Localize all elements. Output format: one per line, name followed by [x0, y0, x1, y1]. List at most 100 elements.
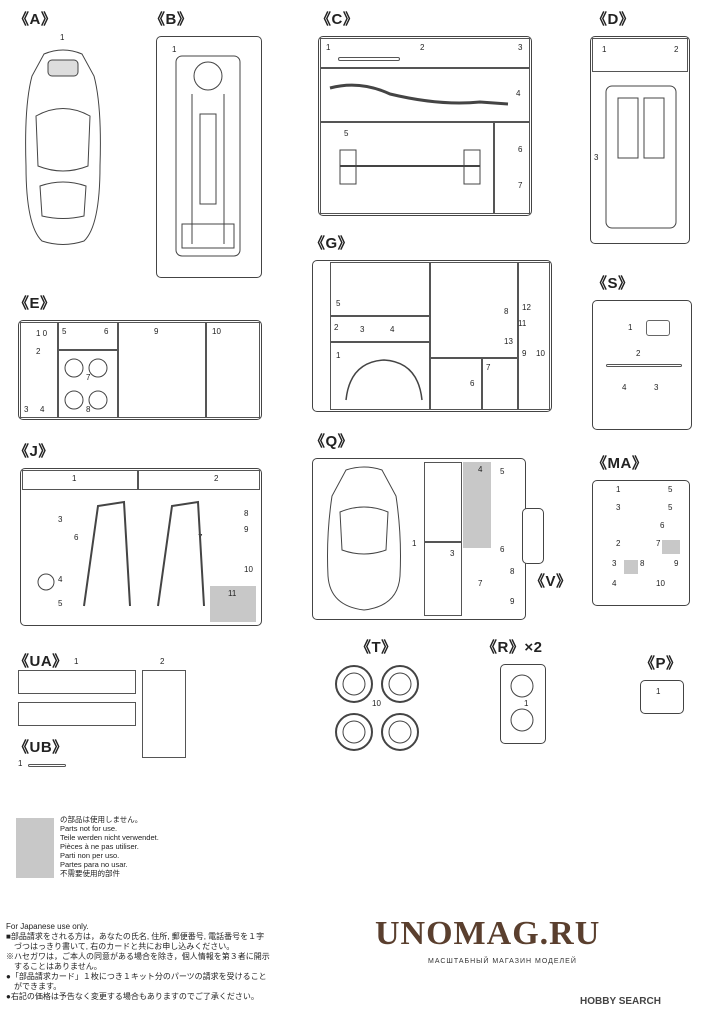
- part-num: 8: [86, 405, 91, 414]
- sprue-cell: [494, 122, 530, 214]
- part-num: 1: [326, 43, 331, 52]
- part-num: 2: [334, 323, 339, 332]
- section-label-ub: 《UB》: [14, 739, 68, 756]
- tires-t: [335, 665, 419, 751]
- part-num: 1: [172, 45, 177, 54]
- section-label-b: 《B》: [150, 11, 193, 28]
- part-num: 3: [450, 549, 455, 558]
- sprue-cell: [592, 38, 688, 72]
- part-num: 5: [336, 299, 341, 308]
- part-num: 10: [212, 327, 221, 336]
- roll-cage-j: [83, 500, 205, 607]
- sprue-cell: [206, 322, 260, 418]
- part-num: 4: [612, 579, 617, 588]
- sprue-frame-q-side: [522, 508, 544, 564]
- sprue-cell: [330, 316, 430, 342]
- part-num: 3: [58, 515, 63, 524]
- section-label-q: 《Q》: [310, 433, 354, 450]
- part-num: 9: [510, 597, 515, 606]
- part-num: 8: [244, 509, 249, 518]
- sprue-frame-b: [156, 36, 262, 278]
- note-line: ができます。: [6, 982, 62, 991]
- part-num: 6: [470, 379, 475, 388]
- part-num: 7: [518, 181, 523, 190]
- sprue-frame-c: [318, 36, 532, 216]
- part-num: 5: [500, 467, 505, 476]
- part-num: 9: [244, 525, 249, 534]
- part-num: 3: [616, 503, 621, 512]
- sprue-cell: [482, 358, 518, 410]
- part-num: 1: [524, 699, 529, 708]
- part-num: 1: [336, 351, 341, 360]
- part-num: 3: [654, 383, 659, 392]
- part-num: 1: [74, 657, 79, 666]
- part-num: 1: [628, 323, 633, 332]
- part-num: 8: [510, 567, 515, 576]
- sprue-frame-g: [312, 260, 552, 412]
- part-num: 2: [420, 43, 425, 52]
- part-num: 5: [62, 327, 67, 336]
- sprue-cell: [330, 342, 430, 410]
- section-label-p: 《P》: [640, 655, 682, 672]
- unused-part-block: [662, 540, 680, 554]
- part-num: 9: [674, 559, 679, 568]
- steering-wheel-j: [37, 573, 55, 591]
- part-num: 4: [622, 383, 627, 392]
- sprue-cell: [320, 122, 494, 214]
- part-num: 4: [390, 325, 395, 334]
- sprue-frame-r: [500, 664, 546, 744]
- sprue-cell: [118, 322, 206, 418]
- part-num: 3: [612, 559, 617, 568]
- rims-r: [510, 674, 534, 732]
- part-num: 9: [154, 327, 159, 336]
- part-num: 2: [636, 349, 641, 358]
- part-num: 3: [24, 405, 29, 414]
- watermark-subtitle: МАСШТАБНЫЙ МАГАЗИН МОДЕЛЕЙ: [428, 958, 577, 965]
- part-num: 4: [40, 405, 45, 414]
- legend-line: 不需要使用的部件: [60, 869, 120, 878]
- part-num: 10: [372, 699, 381, 708]
- part-num: 1: [412, 539, 417, 548]
- rod-part: [606, 364, 682, 367]
- part-num: 7: [486, 363, 491, 372]
- sprue-frame-d: [590, 36, 690, 244]
- section-label-e: 《E》: [14, 295, 56, 312]
- part-num: 2: [674, 45, 679, 54]
- legend-line: Parti non per uso.: [60, 851, 120, 860]
- footer-brand: HOBBY SEARCH: [580, 996, 661, 1007]
- part-num: 2: [36, 347, 41, 356]
- section-label-d: 《D》: [592, 11, 635, 28]
- sprue-cell: [320, 38, 530, 68]
- rod-part: [338, 57, 400, 61]
- sprue-cell: [58, 350, 118, 418]
- part-num: 3: [360, 325, 365, 334]
- part-num: 5: [668, 503, 673, 512]
- part-num: 5: [58, 599, 63, 608]
- part-num: 1: [72, 474, 77, 483]
- section-label-v: 《V》: [530, 573, 572, 590]
- part-num: 10: [656, 579, 665, 588]
- part-num: 7: [478, 579, 483, 588]
- part-num: 6: [518, 145, 523, 154]
- axle-c: [339, 149, 481, 185]
- part-num: 1: [602, 45, 607, 54]
- sprue-cell: [430, 358, 482, 410]
- part-num: 2: [214, 474, 219, 483]
- sprue-cell: [430, 262, 518, 358]
- part-num: 4: [58, 575, 63, 584]
- part-num: 4: [516, 89, 521, 98]
- rod-part: [28, 764, 66, 767]
- part-num: 3: [518, 43, 523, 52]
- part-num: 4: [478, 465, 483, 474]
- sprue-cell: [518, 262, 550, 410]
- note-line: ●右記の価格は予告なく変更する場合もありますのでご了承ください。: [6, 992, 259, 1001]
- part-num: 10: [244, 565, 253, 574]
- parts-request-notes: For Japanese use only. ■部品請求をされる方は，あなたの氏…: [6, 922, 336, 1002]
- part-num: 7: [656, 539, 661, 548]
- sprue-cell: [320, 68, 530, 122]
- sprue-cell: [138, 470, 260, 490]
- section-label-c: 《C》: [316, 11, 359, 28]
- note-line: For Japanese use only.: [6, 922, 89, 931]
- legend-line: Pièces à ne pas utiliser.: [60, 842, 139, 851]
- unused-part-block: [624, 560, 638, 574]
